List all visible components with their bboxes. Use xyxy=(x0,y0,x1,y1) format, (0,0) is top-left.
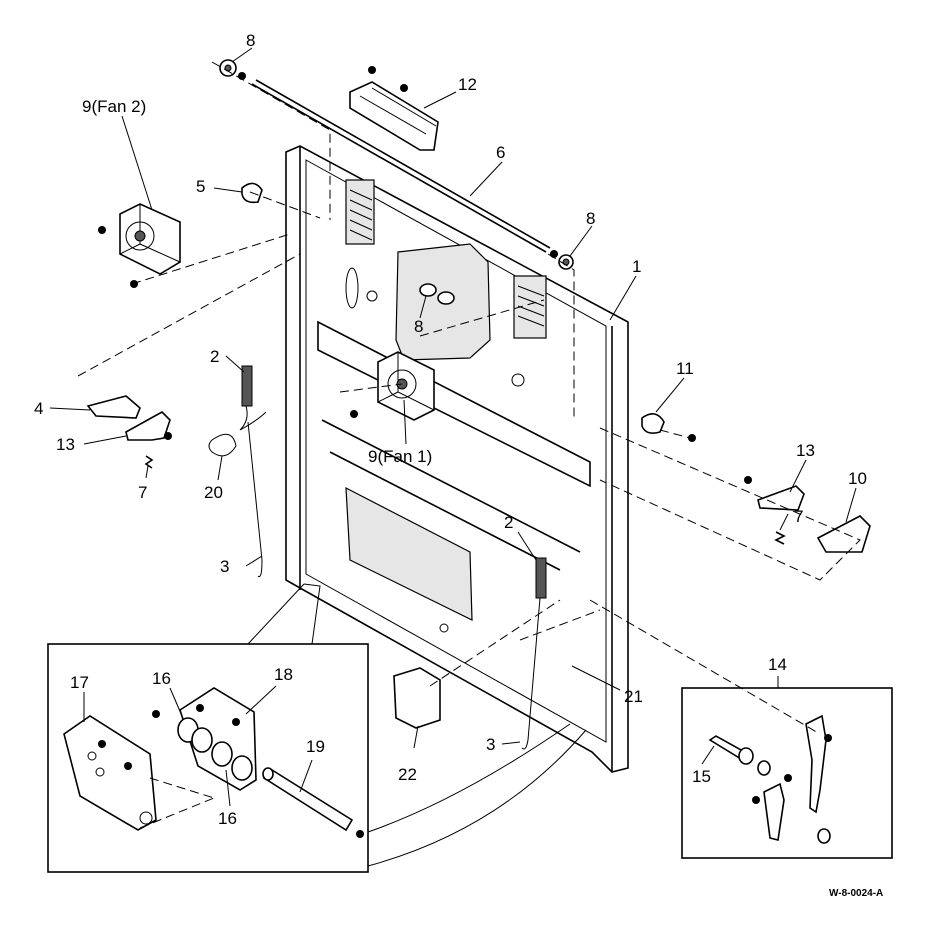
stopper-right xyxy=(641,413,665,434)
fan-2 xyxy=(119,203,181,275)
callout-11: 11 xyxy=(676,359,694,378)
door-panel xyxy=(285,145,629,773)
callout-12: 12 xyxy=(458,75,477,94)
linkage-parts xyxy=(708,714,831,844)
callout-13-left: 13 xyxy=(56,435,75,454)
callout-1: 1 xyxy=(632,257,641,276)
callout-8-top-left: 8 xyxy=(246,31,255,50)
dashed-leaders xyxy=(77,61,861,735)
callout-8-center: 8 xyxy=(414,317,423,336)
callout-8-top-right: 8 xyxy=(586,209,595,228)
callout-20: 20 xyxy=(204,483,223,502)
handle-bracket xyxy=(349,81,439,151)
latch-left xyxy=(86,395,141,419)
callout-13-right: 13 xyxy=(796,441,815,460)
callout-19: 19 xyxy=(306,737,325,756)
callout-16-bottom: 16 xyxy=(218,809,237,828)
callout-18: 18 xyxy=(274,665,293,684)
bushing-top-right xyxy=(558,254,574,270)
screws xyxy=(98,66,832,838)
callout-3-right: 3 xyxy=(486,735,495,754)
callout-leaders xyxy=(49,47,857,807)
callout-3-left: 3 xyxy=(220,557,229,576)
callout-14: 14 xyxy=(768,655,787,674)
callout-6: 6 xyxy=(496,143,505,162)
hinge-parts xyxy=(63,687,354,832)
callout-2-left: 2 xyxy=(210,347,219,366)
linkage-inset-box xyxy=(681,687,893,859)
callout-17: 17 xyxy=(70,673,89,692)
cover-22 xyxy=(393,667,441,729)
hinge-inset-box xyxy=(47,643,369,873)
callout-15: 15 xyxy=(692,767,711,786)
document-id: W-8-0024-A xyxy=(829,888,883,899)
callout-10: 10 xyxy=(848,469,867,488)
spring-right xyxy=(521,557,547,750)
latch-plate-left xyxy=(125,411,171,441)
latch-plate-right xyxy=(757,485,805,511)
callout-4: 4 xyxy=(34,399,43,418)
callout-7-left: 7 xyxy=(138,483,147,502)
callout-7-right: 7 xyxy=(794,507,803,526)
shaft xyxy=(251,79,551,253)
callout-22: 22 xyxy=(398,765,417,784)
callout-9-fan-1: 9(Fan 1) xyxy=(368,447,432,466)
callout-9-fan-2: 9(Fan 2) xyxy=(82,97,146,116)
spring-small-right xyxy=(774,531,786,545)
spring-left xyxy=(239,365,267,578)
callout-16-top: 16 xyxy=(152,669,171,688)
spring-small-left xyxy=(144,455,154,469)
callout-21: 21 xyxy=(624,687,643,706)
ring-20 xyxy=(208,433,237,457)
callout-labels: 1 2 2 3 3 4 5 6 7 7 8 8 8 9(Fan 2) 9(Fan… xyxy=(34,31,883,899)
vent-left xyxy=(345,179,375,245)
callout-5: 5 xyxy=(196,177,205,196)
callout-2-right: 2 xyxy=(504,513,513,532)
latch-right xyxy=(816,515,871,553)
bushing-top-left xyxy=(219,59,237,77)
